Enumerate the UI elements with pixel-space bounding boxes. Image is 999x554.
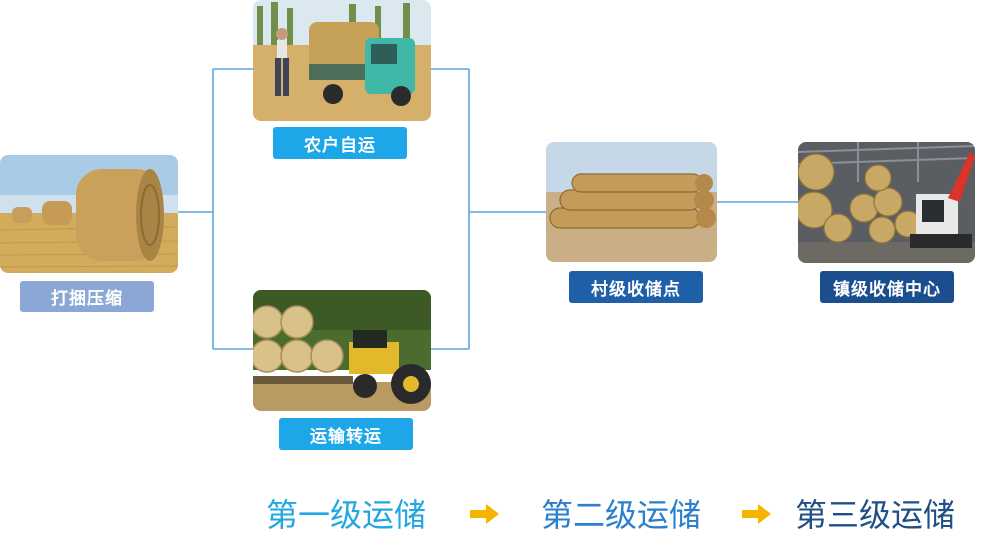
arrow-right-icon xyxy=(470,504,499,524)
node-label-vehicle-transport: 运输转运 xyxy=(279,418,413,450)
node-label-farmer-transport: 农户自运 xyxy=(273,127,407,159)
tier-1-label: 第一级运储 xyxy=(266,496,427,534)
connector-group xyxy=(178,68,798,350)
stacked-bales-yard-photo xyxy=(546,142,717,262)
tier-3-label: 第三级运储 xyxy=(795,496,956,534)
round-hay-bale-field-photo xyxy=(0,155,178,273)
tractor-hauling-bales-photo xyxy=(253,290,431,411)
arrow-right-icon xyxy=(742,504,771,524)
tricycle-loaded-with-straw-photo xyxy=(253,0,431,121)
warehouse-excavator-bales-photo xyxy=(798,142,975,263)
node-label-baling: 打捆压缩 xyxy=(20,281,154,312)
node-label-town-storage: 镇级收储中心 xyxy=(820,271,954,303)
node-label-village-storage: 村级收储点 xyxy=(569,271,703,303)
tier-2-label: 第二级运储 xyxy=(541,496,702,534)
